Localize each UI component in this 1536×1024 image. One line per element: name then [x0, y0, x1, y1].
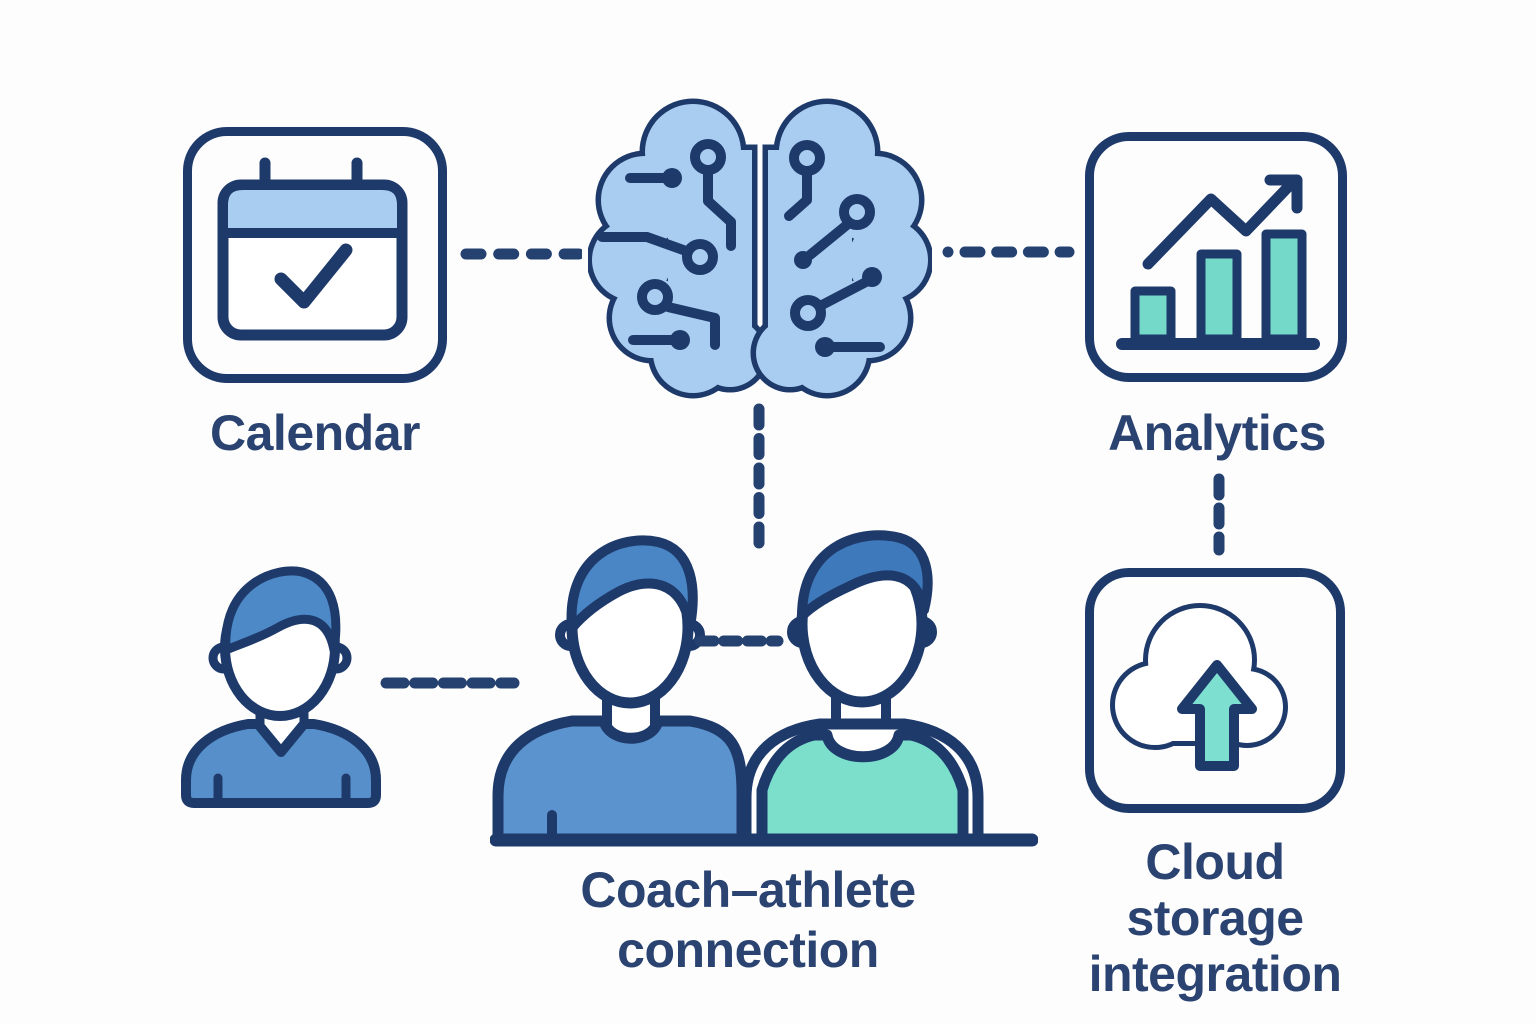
coach-athlete-label-line2: connection [617, 922, 879, 978]
analytics-card [1085, 132, 1347, 382]
cloud-storage-label-line2: storage [1126, 890, 1304, 946]
analytics-label: Analytics [1108, 405, 1326, 461]
connector-calendar-brain [460, 248, 582, 260]
calendar-card [183, 127, 447, 383]
coach-athlete-pair-icon [490, 530, 1038, 847]
cloud-upload-icon [1110, 603, 1288, 771]
coach-athlete-label: Coach–athlete connection [470, 860, 1026, 980]
coach-athlete-label-line1: Coach–athlete [580, 862, 916, 918]
calendar-label: Calendar [210, 405, 420, 461]
growth-bar-chart-icon [1116, 174, 1320, 350]
connector-coach-athlete [694, 635, 784, 647]
calendar-check-icon [217, 157, 408, 341]
ai-brain-circuit-icon [588, 98, 932, 399]
cloud-storage-label-line3: integration [1088, 946, 1342, 1002]
connector-brain-analytics [942, 246, 1075, 258]
connector-person-coach [380, 677, 520, 689]
connector-analytics-cloud [1213, 473, 1225, 556]
cloud-storage-label: Cloud storage integration [1065, 834, 1365, 1002]
connector-brain-coach [753, 403, 765, 550]
cloud-storage-label-line1: Cloud [1145, 834, 1285, 890]
person-avatar-icon [181, 566, 381, 808]
cloud-storage-card [1085, 568, 1345, 813]
